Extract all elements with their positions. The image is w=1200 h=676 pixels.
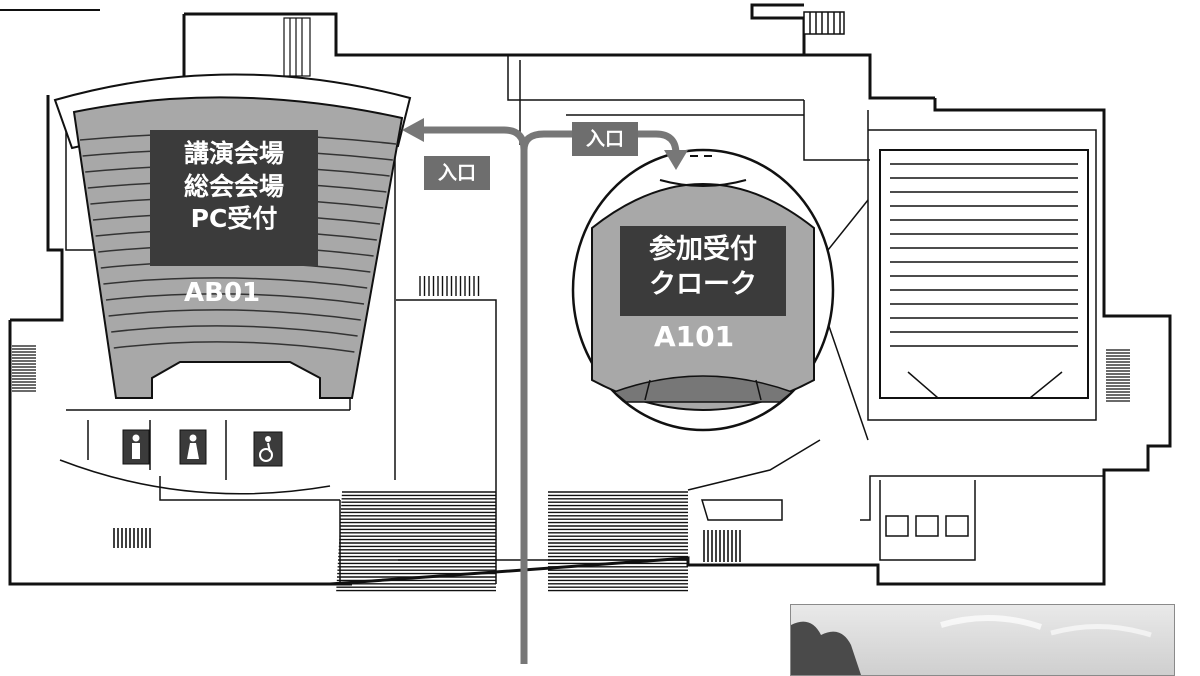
- reception-desk: [700, 499, 783, 521]
- stairs-top-left: [283, 17, 311, 77]
- stairs-right-side: [1106, 349, 1130, 402]
- registration-label: 参加受付 クローク: [620, 226, 786, 316]
- entrance-label-left: 入口: [424, 156, 490, 190]
- registration-line-2: クローク: [649, 269, 757, 301]
- male-restroom-icon: [122, 429, 150, 465]
- entrance-label-top: 入口: [572, 122, 638, 156]
- registration-code: A101: [654, 320, 735, 353]
- female-restroom-icon: [179, 429, 207, 465]
- stairs-left-side: [12, 345, 36, 392]
- lecture-hall-line-2: 総会会場: [183, 171, 284, 201]
- lecture-hall-code: AB01: [184, 278, 261, 308]
- stairs-bottom-right: [548, 491, 688, 592]
- lecture-hall-label: 講演会場 総会会場 PC受付: [150, 130, 318, 266]
- registration-line-1: 参加受付: [649, 234, 757, 265]
- route-arrow-left: [402, 118, 424, 142]
- lecture-hall-line-3: PC受付: [190, 204, 278, 233]
- bottom-right-rooms: [879, 480, 976, 561]
- accessible-restroom-icon: [253, 431, 283, 467]
- lecture-hall-line-1: 講演会場: [183, 139, 284, 168]
- stairs-small-bottom-right: [703, 530, 741, 562]
- stairs-middle: [419, 276, 480, 296]
- venue-photo-art: [791, 614, 1152, 675]
- venue-photo: [790, 604, 1175, 676]
- route-arrow-down: [664, 150, 688, 170]
- stairs-top-right: [803, 11, 845, 35]
- lobby-arc: [59, 459, 331, 495]
- right-hall: [879, 149, 1089, 399]
- stairs-small-bottom-left: [113, 528, 151, 548]
- stairs-bottom-left: [336, 491, 496, 592]
- outer-walls: [8, 3, 1172, 586]
